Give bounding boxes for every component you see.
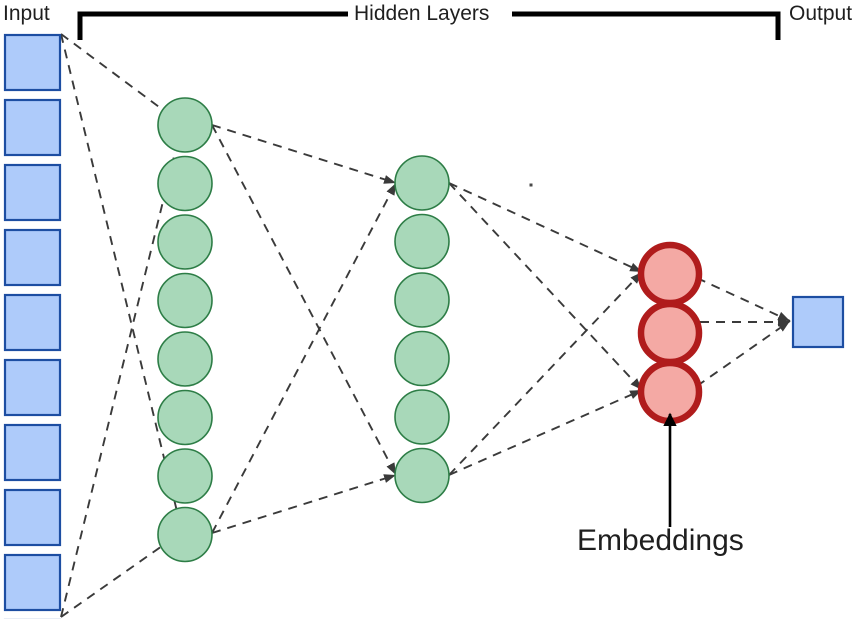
output-node-1	[791, 295, 845, 349]
hidden-layers-bracket	[77, 11, 781, 40]
hidden-layer-1-nodes	[157, 97, 213, 563]
hidden-2-node-4	[394, 330, 450, 387]
edge-hidden2-top-to-embed-top	[448, 182, 643, 273]
edge-embed-bottom-to-output	[696, 320, 791, 387]
hidden-layers-label: Hidden Layers	[354, 2, 490, 25]
embedding-layer-nodes	[637, 241, 703, 425]
output-layer-label: Output	[789, 2, 853, 25]
hidden-1-node-1	[157, 97, 213, 153]
output-layer-nodes	[791, 295, 845, 349]
edge-hidden1-bottom-to-hidden2-bottom	[211, 474, 397, 534]
input-node-3	[3, 163, 62, 222]
hidden-1-node-2	[157, 155, 213, 212]
input-node-2	[3, 98, 62, 157]
hidden-2-node-5	[394, 389, 450, 445]
embeddings-node-2	[637, 300, 703, 366]
edge-hidden2-top-to-embed-bottom	[448, 182, 643, 391]
input-node-4	[3, 228, 62, 287]
input-layer-label: Input	[3, 2, 50, 25]
edge-hidden1-bottom-to-hidden2-top	[211, 182, 397, 534]
input-node-6	[3, 358, 62, 417]
hidden-1-node-4	[157, 272, 213, 329]
connection-edges	[60, 33, 791, 618]
bracket-right-tick	[512, 11, 781, 40]
hidden-2-node-1	[394, 155, 450, 211]
edge-input-top-to-hidden1-bottom	[60, 33, 184, 533]
edge-hidden2-bottom-to-embed-top	[448, 271, 643, 476]
hidden-2-node-6	[394, 447, 450, 504]
edge-input-bottom-to-hidden1-top	[60, 123, 184, 618]
hidden-1-node-3	[157, 214, 213, 270]
hidden-2-node-2	[394, 213, 450, 270]
input-node-8	[3, 488, 62, 547]
input-layer-nodes	[3, 33, 62, 619]
edge-hidden2-bottom-to-embed-bottom	[448, 389, 643, 476]
bracket-left-tick	[77, 11, 348, 40]
hidden-layer-2-nodes	[394, 155, 450, 504]
input-node-5	[3, 293, 62, 352]
stray-mark	[529, 183, 533, 187]
hidden-1-node-5	[157, 331, 213, 387]
input-node-7	[3, 423, 62, 482]
edge-hidden1-top-to-hidden2-bottom	[211, 124, 397, 476]
embeddings-node-3	[637, 359, 703, 425]
hidden-1-node-8	[157, 506, 213, 563]
embeddings-node-1	[637, 241, 703, 307]
hidden-1-node-6	[157, 389, 213, 446]
input-node-9	[3, 553, 62, 612]
embeddings-annotation-label: Embeddings	[577, 524, 744, 557]
input-node-1	[3, 33, 62, 92]
edge-hidden1-top-to-hidden2-top	[211, 124, 397, 184]
hidden-1-node-7	[157, 448, 213, 504]
edge-embed-top-to-output	[696, 277, 791, 322]
hidden-2-node-3	[394, 272, 450, 328]
edge-input-bottom-to-hidden1-bottom	[60, 531, 183, 618]
